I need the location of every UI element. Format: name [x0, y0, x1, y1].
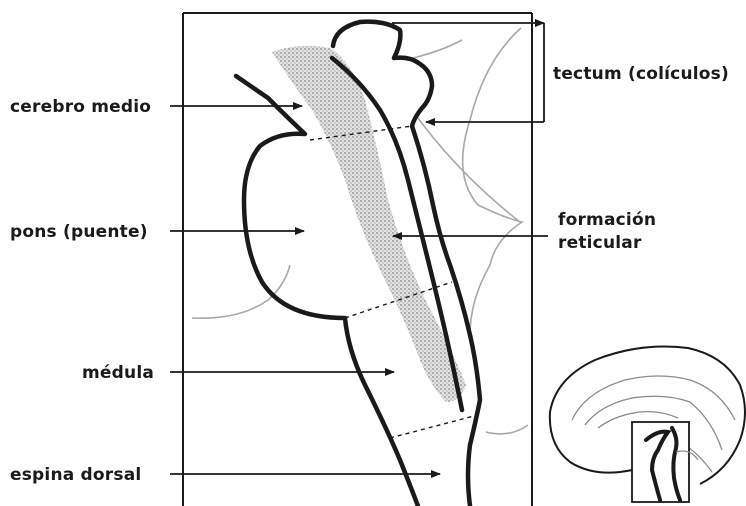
label-cerebro-medio: cerebro medio: [10, 97, 151, 117]
brain-inset: [550, 347, 745, 503]
tectum-bracket: [392, 23, 544, 122]
label-medula: médula: [82, 363, 154, 383]
label-espina-dorsal: espina dorsal: [10, 465, 141, 485]
label-pons: pons (puente): [10, 222, 148, 242]
label-reticular: reticular: [558, 233, 642, 253]
label-formacion: formación: [558, 210, 656, 230]
label-tectum: tectum (colículos): [553, 64, 729, 84]
